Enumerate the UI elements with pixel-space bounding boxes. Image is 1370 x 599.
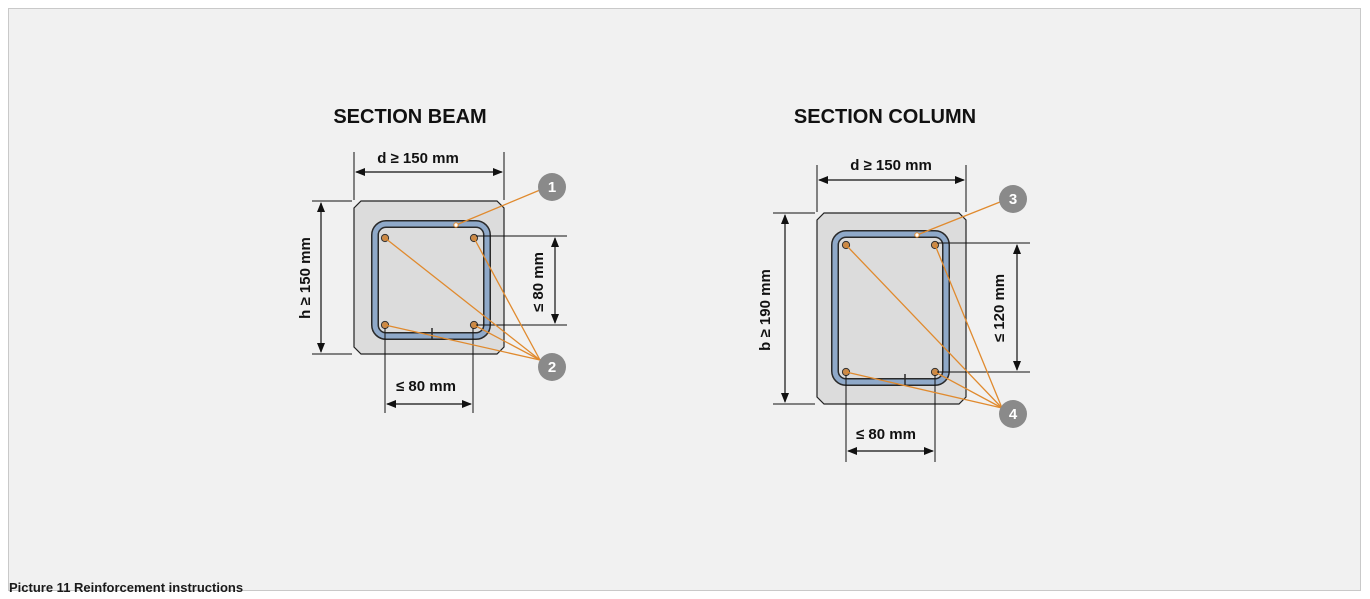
column-title: SECTION COLUMN <box>794 106 976 128</box>
column-concrete <box>816 212 967 405</box>
callout-4: 4 <box>999 400 1027 428</box>
callout-2-number: 2 <box>548 359 556 376</box>
column-horizontal-spacing-label: ≤ 80 mm <box>856 426 916 443</box>
beam-height-dimension: h ≥ 150 mm <box>297 200 352 355</box>
section-column: SECTION COLUMN d ≥ 150 mm b ≥ 190 mm <box>757 106 1030 462</box>
figure-caption: Picture 11 Reinforcement instructions <box>9 580 244 595</box>
beam-leaders <box>384 189 541 361</box>
column-bar-spacing-vertical: ≤ 120 mm <box>937 242 1030 373</box>
callout-1-number: 1 <box>548 179 556 196</box>
column-width-dimension: d ≥ 150 mm <box>816 157 967 212</box>
beam-width-dimension: d ≥ 150 mm <box>353 150 505 200</box>
section-beam: SECTION BEAM d ≥ 150 mm h ≥ 150 mm <box>297 106 567 413</box>
callout-3: 3 <box>999 185 1027 213</box>
column-width-label: d ≥ 150 mm <box>850 157 932 174</box>
column-leaders <box>845 201 1003 409</box>
beam-horizontal-spacing-label: ≤ 80 mm <box>396 378 456 395</box>
diagram-frame <box>8 8 1361 591</box>
beam-width-label: d ≥ 150 mm <box>377 150 459 167</box>
column-vertical-spacing-label: ≤ 120 mm <box>991 274 1008 342</box>
callout-3-number: 3 <box>1009 191 1017 208</box>
column-height-label: b ≥ 190 mm <box>757 269 774 351</box>
callout-1: 1 <box>538 173 566 201</box>
beam-vertical-spacing-label: ≤ 80 mm <box>530 252 547 312</box>
callout-2: 2 <box>538 353 566 381</box>
column-height-dimension: b ≥ 190 mm <box>757 212 815 405</box>
beam-concrete <box>353 200 505 355</box>
beam-height-label: h ≥ 150 mm <box>297 237 314 319</box>
beam-bar-spacing-horizontal: ≤ 80 mm <box>384 328 474 413</box>
beam-title: SECTION BEAM <box>333 106 486 128</box>
callout-4-number: 4 <box>1009 406 1018 423</box>
column-bar-spacing-horizontal: ≤ 80 mm <box>845 375 936 462</box>
